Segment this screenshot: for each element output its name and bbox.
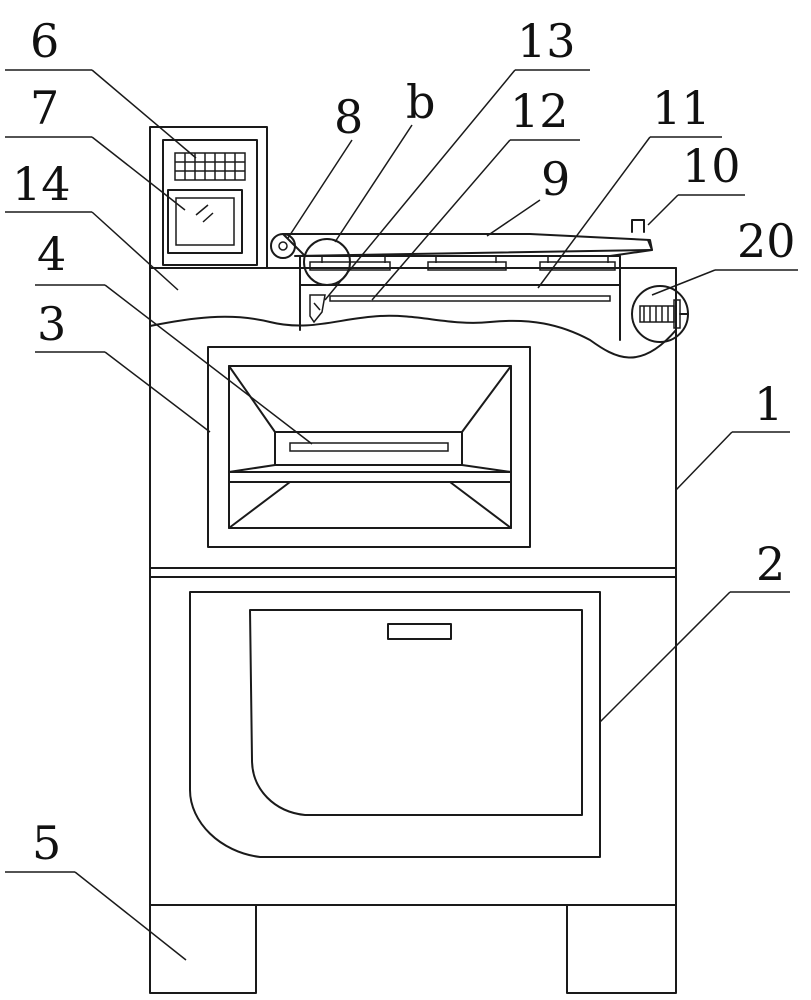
cutaway-break-line — [150, 316, 676, 358]
roller — [271, 234, 295, 258]
blade-holder — [310, 295, 325, 322]
label-12: 12 — [510, 84, 569, 138]
cover-handle — [632, 220, 644, 232]
label-3: 3 — [37, 297, 66, 351]
label-20: 20 — [737, 214, 796, 268]
label-14: 14 — [12, 157, 71, 211]
label-5: 5 — [32, 816, 61, 870]
keypad — [175, 153, 245, 180]
label-13: 13 — [517, 14, 576, 68]
door-handle — [388, 624, 451, 639]
upper-window — [208, 347, 530, 547]
label-8: 8 — [334, 90, 363, 144]
cabinet-body — [150, 268, 676, 905]
lower-door — [190, 592, 600, 857]
label-b: b — [406, 75, 435, 129]
control-panel — [150, 127, 267, 268]
side-adjuster — [620, 268, 688, 342]
label-6: 6 — [30, 14, 59, 68]
feet — [150, 905, 676, 993]
reference-numerals: 6 7 14 4 3 8 b 13 12 11 9 10 20 1 2 5 — [12, 14, 796, 870]
label-10: 10 — [682, 139, 741, 193]
label-4: 4 — [37, 227, 66, 281]
label-11: 11 — [652, 81, 711, 135]
label-1: 1 — [754, 377, 783, 431]
label-2: 2 — [756, 537, 785, 591]
leader-lines — [5, 70, 798, 960]
display-screen — [168, 190, 242, 253]
label-9: 9 — [541, 152, 570, 206]
label-7: 7 — [30, 81, 59, 135]
